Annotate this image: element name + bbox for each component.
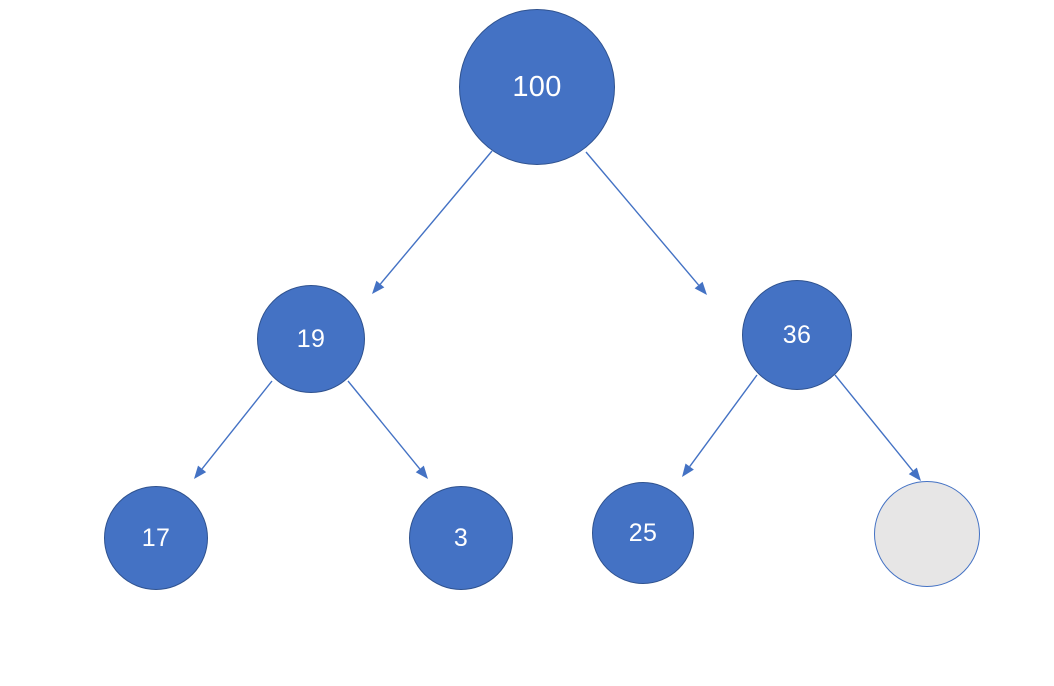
arrowhead-icon bbox=[415, 465, 428, 479]
edge-right-to-right-left bbox=[682, 374, 758, 477]
tree-node-left-right[interactable]: 3 bbox=[409, 486, 513, 590]
tree-node-root[interactable]: 100 bbox=[459, 9, 615, 165]
tree-node-right-right[interactable] bbox=[874, 481, 980, 587]
tree-node-right[interactable]: 36 bbox=[742, 280, 852, 390]
arrowhead-icon bbox=[694, 281, 707, 295]
edge-left-to-left-left bbox=[194, 380, 273, 479]
edge-root-to-left bbox=[372, 150, 493, 294]
arrowhead-icon bbox=[908, 467, 921, 481]
tree-node-label: 36 bbox=[782, 320, 812, 349]
tree-node-left[interactable]: 19 bbox=[257, 285, 365, 393]
arrowhead-icon bbox=[682, 463, 694, 477]
arrowhead-icon bbox=[194, 465, 207, 479]
edge-right-to-right-right bbox=[834, 374, 921, 481]
edge-line bbox=[689, 374, 758, 467]
edge-root-to-right bbox=[585, 151, 707, 295]
tree-node-label: 19 bbox=[296, 324, 326, 353]
tree-node-left-left[interactable]: 17 bbox=[104, 486, 208, 590]
edge-line bbox=[201, 380, 273, 470]
edge-left-to-left-right bbox=[347, 380, 428, 479]
edge-line bbox=[585, 151, 700, 286]
edge-line bbox=[347, 380, 421, 470]
tree-node-right-left[interactable]: 25 bbox=[592, 482, 694, 584]
tree-node-label: 3 bbox=[453, 523, 469, 552]
tree-node-label: 25 bbox=[628, 518, 658, 547]
tree-node-label: 100 bbox=[512, 70, 562, 103]
edge-line bbox=[379, 150, 493, 285]
tree-node-label: 17 bbox=[141, 523, 171, 552]
edge-line bbox=[834, 374, 914, 472]
arrowhead-icon bbox=[372, 280, 385, 294]
